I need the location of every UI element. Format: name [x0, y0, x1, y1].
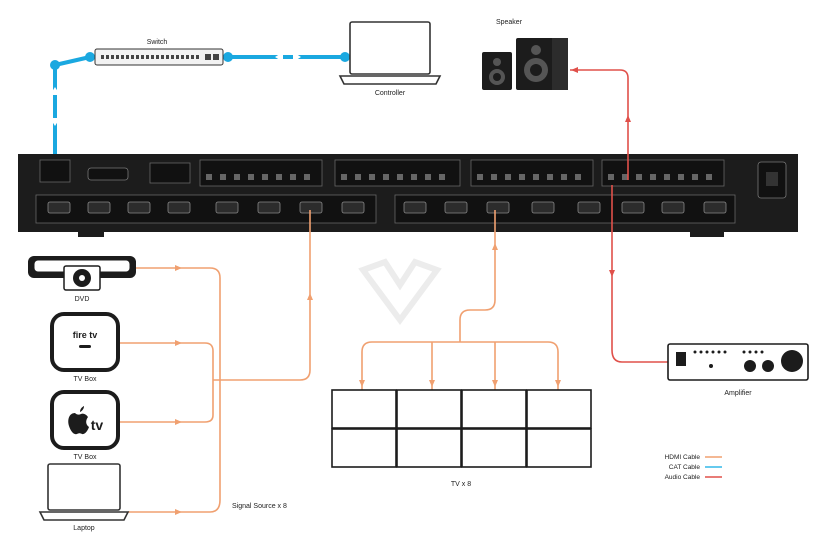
speaker-label: Speaker	[496, 19, 523, 26]
audio-cable	[570, 69, 668, 363]
network-switch	[94, 48, 224, 66]
matrix-switcher	[18, 154, 798, 237]
dvd-label: DVD	[75, 296, 90, 303]
laptop-icon	[38, 463, 130, 521]
amplifier-icon	[667, 343, 809, 381]
apple-logo-icon	[68, 406, 89, 435]
legend-cat-label: CAT Cable	[669, 464, 701, 471]
legend-hdmi-label: HDMI Cable	[665, 454, 701, 461]
fire-tv-brand: fire tv	[73, 330, 98, 340]
legend-audio-label: Audio Cable	[665, 474, 701, 481]
hdmi-inputs	[47, 201, 365, 214]
switch-label: Switch	[147, 39, 168, 46]
fire-tv-box-icon	[50, 312, 120, 372]
hdmi-arrows	[175, 243, 561, 515]
tv-box-2-label: TV Box	[74, 454, 97, 461]
cat-cable-path	[53, 55, 347, 170]
apple-tv-brand: tv	[91, 417, 104, 433]
hdmi-cable-sources	[118, 210, 311, 513]
tv-wall	[331, 389, 592, 468]
legend: HDMI Cable CAT Cable Audio Cable	[665, 454, 722, 481]
controller-laptop-icon	[338, 21, 442, 85]
signal-source-label: Signal Source x 8	[232, 503, 287, 510]
hdmi-outputs	[403, 201, 727, 214]
apple-tv-box-icon	[50, 390, 120, 450]
switch-ports	[101, 54, 219, 60]
speaker-icon	[482, 38, 568, 90]
hdmi-cable-tvs	[361, 210, 559, 390]
tv-wall-label: TV x 8	[451, 481, 471, 488]
dvd-player-icon	[28, 256, 136, 291]
watermark-logo	[358, 258, 442, 326]
audio-arrows	[571, 67, 631, 277]
terminal-pins	[206, 174, 712, 180]
controller-label: Controller	[375, 90, 406, 97]
amplifier-label: Amplifier	[724, 390, 752, 397]
cat-cable-arrows	[50, 52, 301, 126]
laptop-label: Laptop	[73, 525, 95, 532]
tv-box-1-label: TV Box	[74, 376, 97, 383]
